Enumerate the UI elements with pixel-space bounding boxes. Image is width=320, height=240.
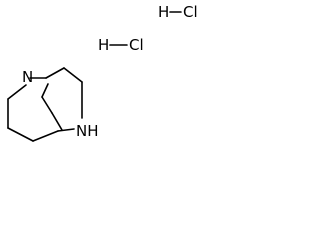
structure-canvas: H Cl H Cl N NH — [7, 3, 198, 142]
nitrogen-atom-label: N — [22, 68, 33, 86]
hcl-1-chlorine: Cl — [183, 3, 198, 21]
hcl-2-hydrogen: H — [98, 36, 109, 54]
bond-c9-c5 — [7, 127, 34, 142]
hcl-salt-1: H Cl — [158, 3, 198, 21]
molecule-diagram: H Cl H Cl N NH — [0, 0, 213, 164]
bond-c3-c4 — [63, 67, 83, 83]
bicyclic-skeleton — [7, 67, 83, 142]
hcl-salt-2: H Cl — [98, 36, 144, 54]
bond-n1-c6 — [41, 83, 49, 98]
bond-cbridge-nh — [57, 128, 75, 132]
bond-c6-c7 — [41, 96, 53, 114]
bond-c2-c3 — [45, 67, 65, 79]
bond-c5-cbridge — [32, 130, 59, 142]
nh-atom-label: NH — [76, 122, 99, 140]
bond-n1-c8 — [7, 84, 27, 100]
hcl-2-chlorine: Cl — [129, 36, 144, 54]
bond-c7-c5 — [51, 112, 63, 131]
hcl-1-hydrogen: H — [158, 3, 169, 21]
